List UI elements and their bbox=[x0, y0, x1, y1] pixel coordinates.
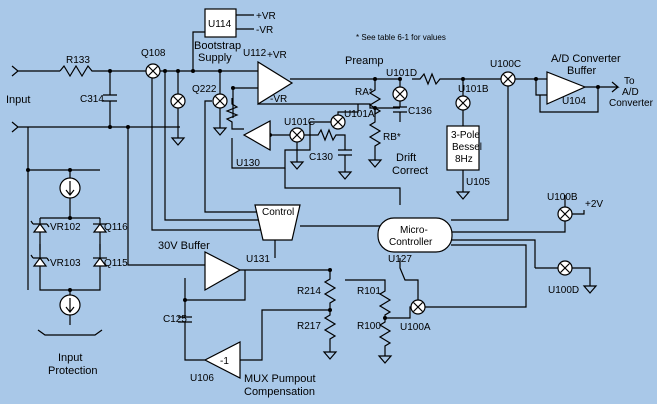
label-note: * See table 6-1 for values bbox=[356, 33, 446, 42]
label-input: Input bbox=[6, 94, 30, 106]
label-u127: U127 bbox=[388, 254, 412, 265]
label-drift-2: Correct bbox=[392, 165, 428, 177]
u130-opamp bbox=[242, 119, 271, 152]
label-drift-1: Drift bbox=[396, 152, 416, 164]
switch-q222 bbox=[212, 93, 228, 109]
label-rb: RB* bbox=[383, 132, 401, 143]
label-bessel-2: Bessel bbox=[452, 142, 482, 153]
bessel-filter-box bbox=[446, 125, 480, 171]
label-r101: R101 bbox=[357, 286, 381, 297]
label-minus-vr: -VR bbox=[256, 25, 273, 36]
switch-u100d bbox=[557, 260, 573, 276]
u131-opamp bbox=[204, 251, 242, 292]
label-u101c: U101C bbox=[284, 117, 315, 128]
switch-u101a bbox=[330, 114, 346, 130]
label-u105: U105 bbox=[466, 177, 490, 188]
u104-opamp bbox=[546, 71, 587, 105]
label-c125: C125 bbox=[163, 314, 187, 325]
label-vr102: VR102 bbox=[50, 222, 81, 233]
label-minus1: -1 bbox=[220, 356, 229, 367]
switch-u100a bbox=[410, 299, 426, 315]
label-mux-1: MUX Pumpout bbox=[244, 373, 316, 385]
switch-u100b bbox=[557, 206, 573, 222]
label-q222: Q222 bbox=[192, 84, 217, 95]
label-u100c: U100C bbox=[490, 59, 521, 70]
switch-u100c bbox=[500, 71, 516, 87]
wires bbox=[11, 14, 620, 361]
label-preamp: Preamp bbox=[345, 55, 384, 67]
label-adc-buffer-2: Buffer bbox=[567, 65, 596, 77]
label-30v-buffer: 30V Buffer bbox=[158, 240, 210, 252]
label-u106: U106 bbox=[190, 373, 214, 384]
label-to-adc-3: Converter bbox=[609, 98, 654, 109]
label-u114: U114 bbox=[208, 19, 232, 30]
label-bessel-3: 8Hz bbox=[455, 154, 473, 165]
label-bootstrap-1: Bootstrap bbox=[194, 40, 241, 52]
label-c130: C130 bbox=[309, 152, 333, 163]
label-r100: R100 bbox=[357, 321, 381, 332]
label-r133: R133 bbox=[66, 55, 90, 66]
control-block bbox=[254, 204, 301, 241]
switch-q108 bbox=[145, 63, 161, 79]
labels: Input R133 C314 Q108 U114 +VR -VR Bootst… bbox=[6, 11, 654, 398]
microcontroller-block bbox=[377, 217, 453, 253]
current-sources bbox=[59, 177, 81, 316]
protection-devices bbox=[30, 220, 108, 267]
preamp-opamp bbox=[257, 60, 294, 106]
label-r214: R214 bbox=[297, 286, 321, 297]
label-u101b: U101B bbox=[458, 84, 489, 95]
label-u101d: U101D bbox=[386, 68, 417, 79]
label-adc-buffer-1: A/D Converter bbox=[551, 53, 621, 65]
switch-left-shunt bbox=[170, 93, 186, 109]
label-to-adc-2: A/D bbox=[622, 87, 639, 98]
label-q115: Q115 bbox=[104, 258, 128, 269]
label-input-prot-2: Protection bbox=[48, 365, 98, 377]
label-micro-1: Micro- bbox=[400, 225, 428, 236]
label-to-adc-1: To bbox=[624, 76, 635, 87]
switch-u101c bbox=[289, 127, 305, 143]
label-u100a: U100A bbox=[400, 322, 431, 333]
u106-opamp bbox=[203, 341, 241, 379]
label-r217: R217 bbox=[297, 321, 321, 332]
switch-u101b bbox=[455, 95, 471, 111]
label-c136: C136 bbox=[408, 106, 432, 117]
junctions bbox=[26, 69, 600, 320]
label-c314: C314 bbox=[80, 94, 104, 105]
u114-box bbox=[204, 8, 237, 38]
label-u130: U130 bbox=[236, 158, 260, 169]
label-u131: U131 bbox=[246, 254, 270, 265]
label-ra: RA* bbox=[355, 87, 373, 98]
label-u100d: U100D bbox=[548, 285, 579, 296]
label-vr103: VR103 bbox=[50, 258, 81, 269]
switch-u101d bbox=[392, 86, 408, 102]
label-input-prot-1: Input bbox=[58, 352, 82, 364]
label-u112-minus: -VR bbox=[270, 94, 287, 105]
label-u101a: U101A bbox=[344, 109, 375, 120]
label-q116: Q116 bbox=[104, 222, 128, 233]
label-plus-vr: +VR bbox=[256, 11, 276, 22]
label-micro-2: Controller bbox=[389, 237, 433, 248]
label-u104: U104 bbox=[562, 96, 586, 107]
label-control: Control bbox=[262, 207, 294, 218]
label-plus-2v: +2V bbox=[585, 199, 603, 210]
label-bessel-1: 3-Pole bbox=[451, 130, 480, 141]
label-bootstrap-2: Supply bbox=[198, 52, 232, 64]
label-u112-plus: +VR bbox=[267, 50, 287, 61]
label-u100b: U100B bbox=[547, 192, 578, 203]
label-mux-2: Compensation bbox=[244, 386, 315, 398]
label-u112: U112 bbox=[243, 48, 267, 59]
label-q108: Q108 bbox=[141, 48, 166, 59]
